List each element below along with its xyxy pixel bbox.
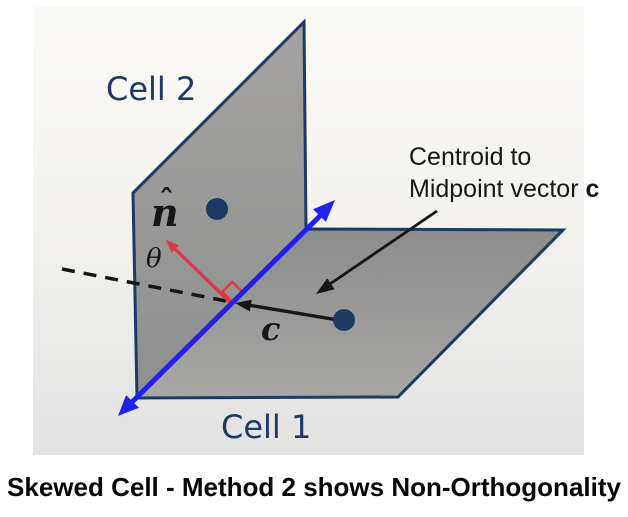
cell1-centroid-dot xyxy=(333,309,355,331)
annotation-arrowhead xyxy=(316,278,335,294)
face-tangent-arrowhead-bottom xyxy=(118,395,139,416)
normal-letter: n xyxy=(151,190,179,235)
face-tangent-arrowhead-top xyxy=(313,200,335,222)
c-vector-arrow xyxy=(247,303,345,323)
figure-caption: Skewed Cell - Method 2 shows Non-Orthogo… xyxy=(7,472,621,502)
theta-angle-label: θ xyxy=(146,244,162,274)
face-tangent-arrow xyxy=(125,210,326,409)
normal-vector-arrow xyxy=(172,246,233,305)
c-vector-label: c xyxy=(261,310,281,348)
annotation-line-1: Centroid to xyxy=(409,143,532,171)
centroid-direction-dashed-line xyxy=(61,267,227,303)
hat-accent: ˆ xyxy=(159,184,174,219)
normal-vector-arrowhead xyxy=(166,240,179,253)
cell1-label: Cell 1 xyxy=(221,408,312,446)
annotation-c-symbol: c xyxy=(585,175,600,203)
annotation-arrow xyxy=(326,209,438,288)
cell2-label: Cell 2 xyxy=(106,70,197,108)
cell2-centroid-dot xyxy=(206,198,228,220)
c-vector-arrowhead xyxy=(235,299,252,312)
